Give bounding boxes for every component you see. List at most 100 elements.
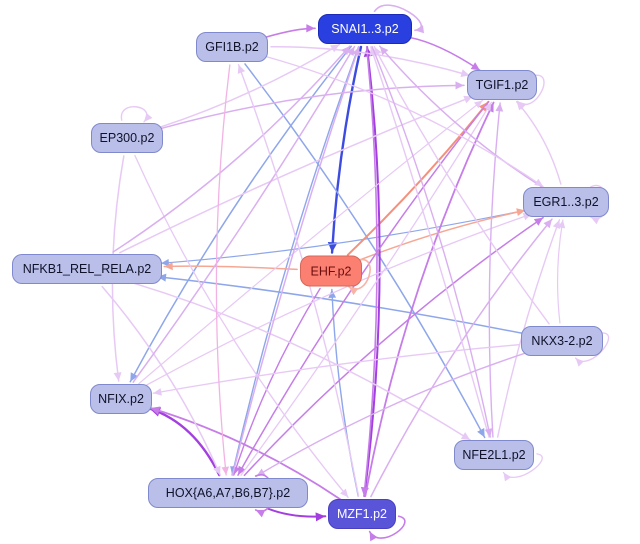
graph-edge: [120, 106, 148, 123]
edge-arrowhead: [460, 432, 471, 441]
edge-arrowhead: [340, 488, 349, 498]
graph-edge: [515, 100, 562, 185]
node-label: EHF.p2: [310, 264, 352, 278]
edge-arrowhead: [533, 217, 544, 226]
graph-edge: [101, 285, 221, 476]
graph-edge: [556, 219, 564, 324]
edge-arrowhead: [503, 472, 512, 482]
edge-arrowhead: [374, 46, 382, 56]
edge-arrowhead: [543, 219, 552, 229]
node-label: MZF1.p2: [336, 507, 387, 521]
graph-edge: [144, 213, 533, 387]
graph-edge: [158, 43, 341, 129]
graph-edge: [132, 45, 356, 383]
graph-node-nkx32[interactable]: NKX3-2.p2: [521, 326, 603, 356]
graph-edge: [331, 288, 359, 497]
graph-edge: [119, 95, 474, 254]
graph-edge: [240, 101, 493, 476]
graph-node-egr1[interactable]: EGR1..3.p2: [523, 187, 609, 217]
edge-arrowhead: [484, 428, 493, 438]
graph-edge: [231, 46, 360, 476]
edge-arrowhead: [575, 358, 584, 367]
edge-arrowhead: [255, 509, 266, 518]
graph-edge: [244, 63, 486, 439]
node-label: NKX3-2.p2: [531, 334, 593, 348]
edge-arrowhead: [237, 465, 246, 476]
graph-node-mzf1[interactable]: MZF1.p2: [328, 499, 396, 529]
edge-arrowhead: [470, 62, 480, 71]
node-label: TGIF1.p2: [475, 78, 529, 92]
node-label: EGR1..3.p2: [533, 195, 599, 209]
edge-arrowhead: [221, 466, 230, 476]
edge-arrowhead: [477, 428, 485, 438]
graph-node-ep300[interactable]: EP300.p2: [91, 123, 163, 153]
edge-arrowhead: [379, 46, 389, 56]
edge-arrowhead: [150, 406, 161, 415]
graph-edge: [373, 45, 550, 325]
graph-edge: [255, 351, 529, 477]
graph-edge: [363, 45, 381, 498]
edge-arrowhead: [315, 512, 326, 522]
edge-arrowhead: [213, 465, 221, 476]
edge-arrowhead: [341, 46, 350, 56]
graph-node-gfi1b[interactable]: GFI1B.p2: [196, 32, 268, 62]
node-label: HOX{A6,A7,B6,B7}.p2: [165, 486, 291, 500]
edge-arrowhead: [369, 531, 378, 542]
graph-edge: [358, 209, 527, 262]
node-label: NFIX.p2: [98, 392, 144, 406]
graph-edge: [149, 407, 342, 501]
node-label: NFKB1_REL_RELA.p2: [22, 262, 152, 276]
edge-arrowhead: [144, 112, 153, 122]
edge-arrowhead: [473, 100, 483, 109]
graph-edge: [379, 45, 543, 188]
edge-arrowhead: [306, 24, 316, 33]
graph-node-hox[interactable]: HOX{A6,A7,B6,B7}.p2: [148, 478, 308, 508]
graph-edge: [134, 154, 349, 498]
edge-arrowhead: [557, 219, 566, 229]
edge-arrowhead: [552, 219, 561, 229]
edge-arrowhead: [113, 372, 122, 382]
edge-arrowhead: [330, 44, 340, 53]
edge-arrowhead: [153, 388, 162, 396]
edge-arrowhead: [483, 102, 492, 112]
edge-arrowhead: [590, 217, 600, 225]
graph-edge: [129, 45, 352, 383]
graph-node-nfkb1[interactable]: NFKB1_REL_RELA.p2: [12, 254, 162, 284]
graph-edge: [264, 55, 544, 188]
graph-edge: [371, 46, 491, 438]
graph-edge: [159, 84, 465, 130]
graph-node-tgif1[interactable]: TGIF1.p2: [467, 70, 537, 100]
edge-arrowhead: [517, 101, 527, 110]
edge-arrowhead: [237, 64, 246, 74]
graph-edge: [488, 102, 501, 438]
graph-edge: [364, 101, 495, 497]
node-label: NFE2L1.p2: [462, 448, 526, 462]
graph-edge: [215, 64, 231, 476]
graph-edge: [112, 45, 351, 253]
edge-arrowhead: [495, 102, 504, 112]
graph-node-nfix[interactable]: NFIX.p2: [90, 384, 152, 414]
graph-edge: [370, 218, 553, 498]
graph-edge: [243, 216, 544, 477]
node-label: GFI1B.p2: [205, 40, 259, 54]
edge-arrowhead: [160, 258, 170, 267]
node-label: EP300.p2: [99, 131, 155, 145]
edge-arrowhead: [360, 486, 369, 497]
edge-arrowhead: [455, 81, 465, 90]
edge-arrowhead: [352, 46, 360, 57]
graph-edge: [138, 99, 484, 385]
graph-edge: [133, 282, 471, 441]
graph-edge: [363, 46, 378, 497]
graph-edge: [160, 209, 526, 264]
node-label: SNAI1..3.p2: [331, 22, 399, 36]
graph-node-nfe2l1[interactable]: NFE2L1.p2: [454, 440, 534, 470]
edge-arrowhead: [414, 25, 425, 34]
edge-arrowhead: [157, 273, 167, 282]
graph-edge: [231, 46, 360, 476]
graph-edge: [163, 265, 298, 271]
graph-node-ehf[interactable]: EHF.p2: [300, 255, 362, 287]
edge-arrowhead: [348, 286, 359, 296]
graph-edge: [233, 287, 321, 476]
graph-node-snai1[interactable]: SNAI1..3.p2: [318, 14, 412, 44]
